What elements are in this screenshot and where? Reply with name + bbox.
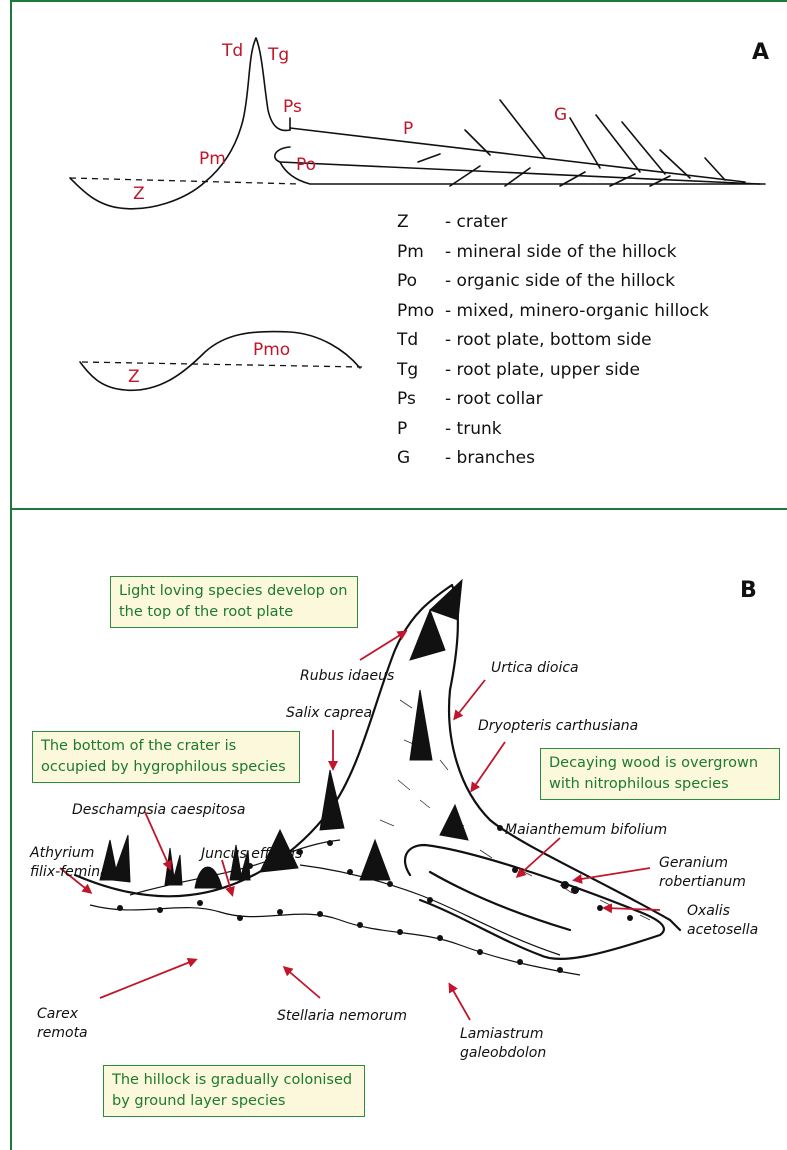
note-crater: The bottom of the crater is occupied by … — [32, 731, 300, 783]
arrow-urtica — [455, 680, 485, 718]
species-geranium-1: Geranium — [659, 853, 728, 873]
flower-maianthemum — [512, 867, 518, 873]
species-lamiastrum-1: Lamiastrum — [460, 1024, 544, 1044]
flower-maianthemum — [497, 825, 503, 831]
leaf-dot — [277, 909, 283, 915]
leaf-dot — [347, 869, 353, 875]
arrow-lamiastrum — [450, 985, 470, 1020]
leaf-dot — [387, 881, 393, 887]
arrow-geranium — [575, 868, 650, 880]
leaf-dot — [357, 922, 363, 928]
leaf-dot — [477, 949, 483, 955]
fern-dryopteris — [440, 805, 468, 840]
leaf-dot — [197, 900, 203, 906]
species-carex-1: Carex — [37, 1004, 78, 1024]
arrow-oxalis — [605, 908, 660, 910]
arrow-dryopteris — [472, 742, 505, 790]
arrow-rubus — [360, 632, 405, 660]
ground-layer-line — [300, 865, 560, 955]
note-decaying-wood: Decaying wood is overgrown with nitrophi… — [540, 748, 780, 800]
species-oxalis-1: Oxalis — [687, 901, 730, 921]
flower-geranium — [561, 881, 569, 889]
species-dryopteris: Dryopteris carthusiana — [478, 716, 638, 736]
species-deschampsia: Deschampsia caespitosa — [72, 800, 245, 820]
species-urtica: Urtica dioica — [491, 658, 579, 678]
leaf-dot — [237, 915, 243, 921]
species-maianthemum: Maianthemum bifolium — [505, 820, 667, 840]
species-oxalis-2: acetosella — [687, 920, 758, 940]
note-light-loving: Light loving species develop on the top … — [110, 576, 358, 628]
arrow-deschampsia — [145, 812, 170, 868]
leaf-dot — [117, 905, 123, 911]
species-carex-2: remota — [37, 1023, 88, 1043]
species-athyrium-2: filix-femina — [30, 862, 109, 882]
arrow-carex — [100, 960, 195, 998]
species-stellaria: Stellaria nemorum — [277, 1006, 407, 1026]
leaf-dot — [327, 840, 333, 846]
tuft-deschampsia — [165, 848, 182, 885]
plant-rubus — [410, 580, 462, 660]
leaf-dot — [427, 897, 433, 903]
arrow-stellaria — [285, 968, 320, 998]
species-lamiastrum-2: galeobdolon — [460, 1043, 546, 1063]
species-salix: Salix caprea — [286, 703, 372, 723]
flower-geranium — [571, 886, 579, 894]
leaf-dot — [397, 929, 403, 935]
leaf-dot — [317, 911, 323, 917]
species-rubus: Rubus idaeus — [300, 666, 394, 686]
fern-center — [360, 840, 390, 880]
log-inner — [430, 872, 570, 930]
flower-oxalis — [627, 915, 633, 921]
leaf-dot — [557, 967, 563, 973]
species-geranium-2: robertianum — [659, 872, 746, 892]
fern-urtica — [410, 690, 432, 760]
leaf-dot — [517, 959, 523, 965]
tuft-carex — [195, 867, 222, 888]
species-athyrium-1: Athyrium — [30, 843, 94, 863]
flower-oxalis — [597, 905, 603, 911]
plant-salix — [320, 770, 344, 830]
leaf-dot — [157, 907, 163, 913]
leaf-dot — [437, 935, 443, 941]
note-hillock: The hillock is gradually colonised by gr… — [103, 1065, 365, 1117]
species-juncus: Juncus effusus — [201, 844, 302, 864]
